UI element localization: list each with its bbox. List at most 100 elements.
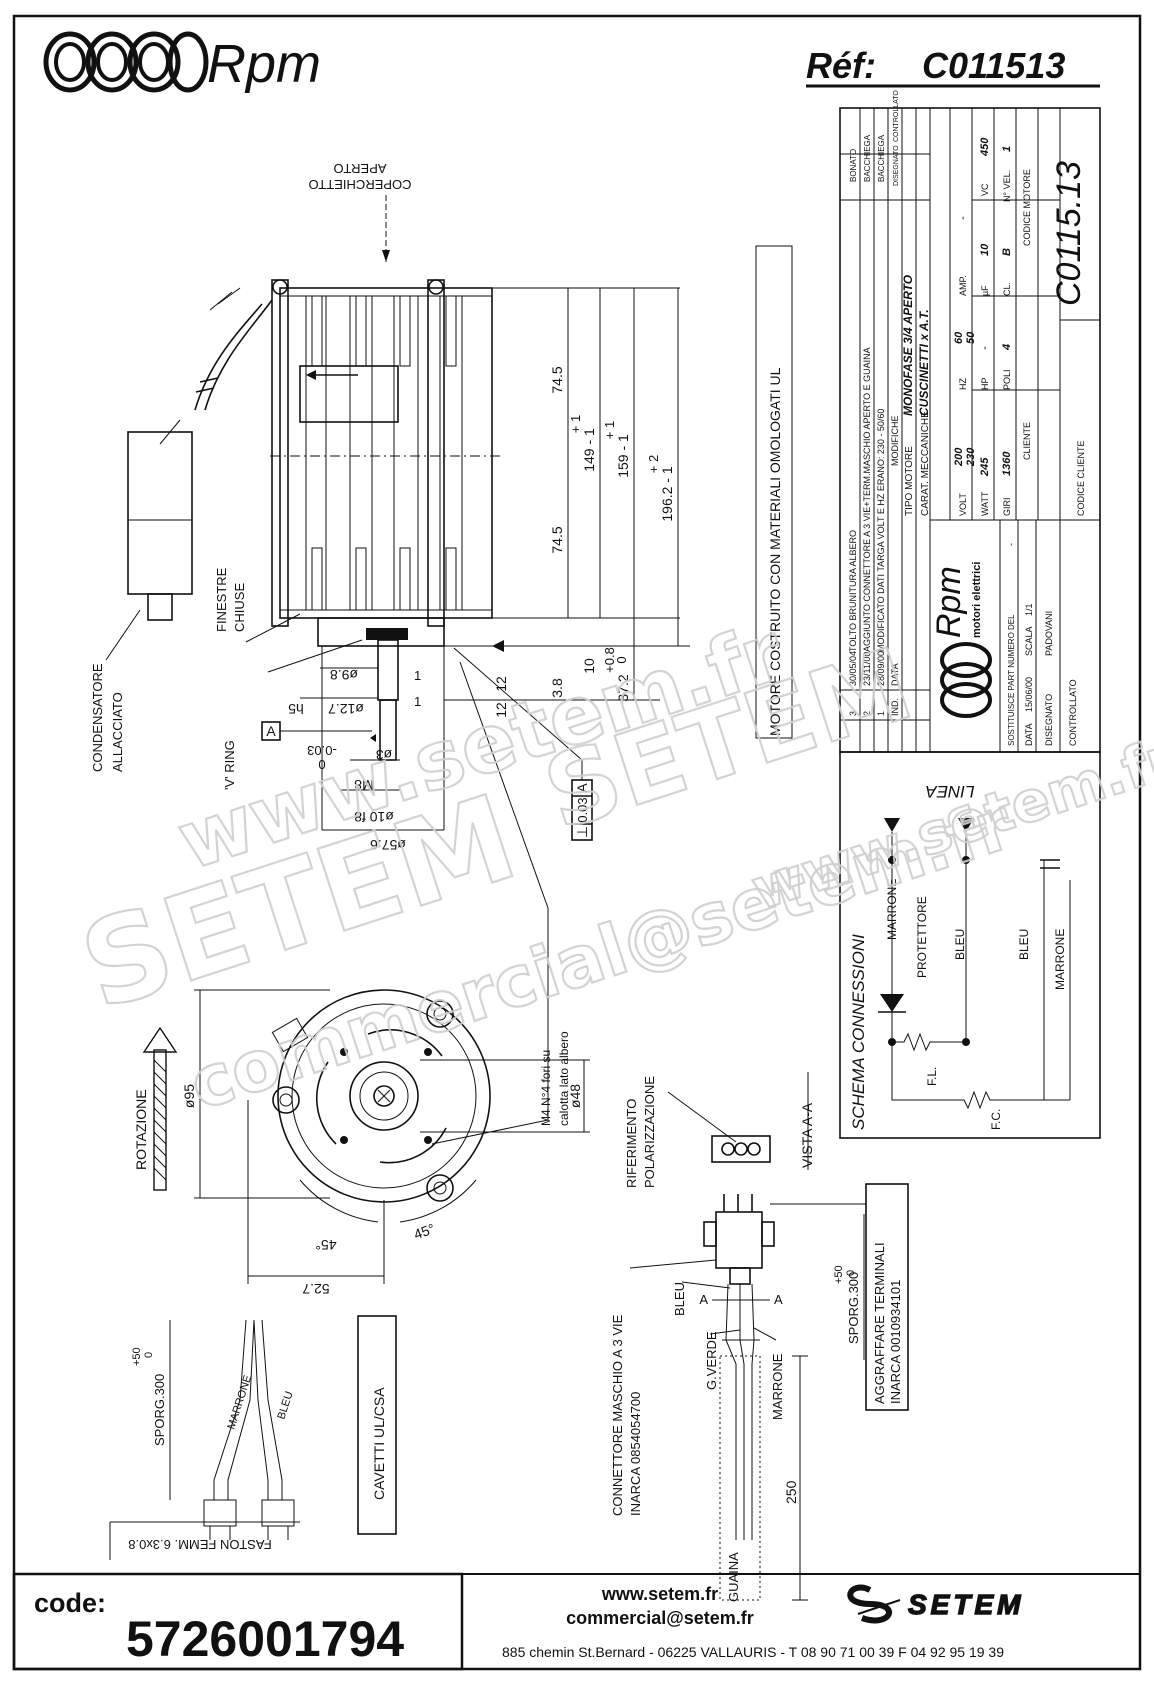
schema-fl: F.L. bbox=[925, 1067, 939, 1086]
m4-holes-sub: calotta lato albero bbox=[557, 1031, 571, 1126]
volt-b: 230 bbox=[965, 447, 977, 467]
hz-a: 60 bbox=[953, 331, 965, 344]
modifiche-label: MODIFICHE bbox=[890, 416, 900, 467]
data-label: DATA bbox=[890, 663, 900, 686]
ref-label: Réf: bbox=[806, 45, 876, 86]
coperchietto-label: COPERCHIETTO bbox=[308, 177, 411, 192]
giri: 1360 bbox=[1001, 451, 1013, 476]
sostituisce-label: SOSTITUISCE PART NUMERO DEL bbox=[1007, 614, 1016, 746]
hz-label: HZ bbox=[958, 378, 968, 390]
cliente-label: CLIENTE bbox=[1022, 422, 1032, 460]
schema-fc: F.C. bbox=[989, 1109, 1003, 1130]
finestre-label: FINESTRE bbox=[214, 567, 229, 632]
amp-label: AMP. bbox=[958, 275, 968, 296]
vc-label: VC bbox=[980, 183, 990, 196]
dim-37-tol-b: 0 bbox=[614, 656, 629, 663]
giri-label: GIRI bbox=[1002, 497, 1012, 516]
rev-2-ind: 2 bbox=[862, 711, 872, 716]
hz-b: 50 bbox=[965, 331, 977, 344]
dim-74-5-top: 74.5 bbox=[549, 366, 565, 393]
cables-sporg-tol-b: 0 bbox=[143, 1352, 155, 1358]
cables-bleu-label: BLEU bbox=[275, 1390, 295, 1421]
cavetti-label: CAVETTI UL/CSA bbox=[371, 1387, 387, 1500]
data-row-label: DATA bbox=[1024, 723, 1034, 746]
tipo-motore-label: TIPO MOTORE bbox=[904, 446, 915, 516]
ul-note: MOTORE COSTRUITO CON MATERIALI OMOLOGATI… bbox=[755, 245, 793, 739]
m4-holes-label: M4 N°4 fori su bbox=[539, 1050, 553, 1126]
linea-label: LINEA bbox=[925, 782, 974, 801]
cl-label: CL. bbox=[1002, 282, 1012, 296]
angle-45-b: 45° bbox=[412, 1220, 437, 1242]
volt-a: 200 bbox=[953, 447, 965, 467]
rev-1-desc: MODIFICATO DATI TARGA VOLT E HZ ERANO: 2… bbox=[876, 409, 886, 652]
dim-37-2: 37.2 bbox=[615, 674, 631, 701]
faston-label: FASTON FEMM. 6.3x0.8 bbox=[128, 1537, 272, 1552]
rev-2-date: 23/11/00 bbox=[862, 652, 872, 686]
section-a-1: A bbox=[699, 1292, 708, 1307]
guaina-label: GUAINA bbox=[726, 1552, 741, 1602]
tolerance-ref: A bbox=[574, 783, 590, 793]
uf: 10 bbox=[979, 243, 991, 256]
codice-cliente-label: CODICE CLIENTE bbox=[1076, 440, 1086, 516]
dim-196: 196.2 - 1 bbox=[659, 466, 675, 521]
dim-3-8: 3.8 bbox=[549, 678, 565, 698]
aperto-label: APERTO bbox=[334, 161, 387, 176]
title-block-logo-sub: motori elettrici bbox=[971, 562, 983, 638]
codice-motore-label: CODICE MOTORE bbox=[1022, 169, 1032, 246]
tipo-motore: MONOFASE 3/4 APERTO bbox=[901, 274, 915, 416]
footer-web: www.setem.fr bbox=[601, 1584, 718, 1604]
schema-marrone-2: MARRONE bbox=[1053, 929, 1067, 990]
conn-sporg-tol-a: +50 bbox=[833, 1265, 845, 1284]
rpm-coil-logo bbox=[43, 31, 209, 93]
dim-52-7: 52.7 bbox=[302, 1281, 329, 1297]
chiuse-label: CHIUSE bbox=[232, 583, 247, 632]
rotazione-label: ROTAZIONE bbox=[133, 1089, 149, 1170]
angle-45-a: 45° bbox=[315, 1237, 336, 1253]
aggraffare-label: AGGRAFFARE TERMINALI bbox=[872, 1242, 887, 1404]
nvel: 1 bbox=[1001, 146, 1013, 152]
dim-159: 159 - 1 bbox=[615, 434, 631, 478]
controllato-label: CONTROLLATO bbox=[893, 90, 900, 142]
section-a-2: A bbox=[774, 1292, 783, 1307]
schema-protettore: PROTETTORE bbox=[915, 896, 929, 978]
code-value: 5726001794 bbox=[126, 1611, 404, 1667]
rev-1-date: 28/09/00 bbox=[876, 651, 886, 686]
rev-2-author: BACCHIEGA bbox=[863, 134, 872, 182]
dim-12-b: 12 bbox=[493, 702, 509, 718]
motor-front-view: ø95 ø48 52.7 45° 45° M4 N°4 fori su calo… bbox=[133, 908, 590, 1297]
disegnato-name: PADOVANI bbox=[1044, 611, 1054, 656]
dim-12-a: 12 bbox=[493, 676, 509, 692]
footer-email: commercial@setem.fr bbox=[566, 1608, 754, 1628]
vc: 450 bbox=[979, 137, 991, 157]
title-block-logo bbox=[940, 642, 992, 718]
dim-phi-3: ø3 bbox=[376, 747, 393, 763]
dim-phi-95: ø95 bbox=[181, 1084, 197, 1108]
conn-bleu-label: BLEU bbox=[672, 1282, 687, 1316]
dim-196-tol: + 2 bbox=[646, 455, 661, 473]
ul-note-text: MOTORE COSTRUITO CON MATERIALI OMOLOGATI… bbox=[767, 367, 783, 736]
dim-phi-9-8: ø9.8 bbox=[330, 667, 358, 683]
rev-3-ind: 3 bbox=[848, 711, 858, 716]
dim-phi-12-7: ø12.7 bbox=[328, 701, 364, 717]
schema-marrone: MARRONE bbox=[885, 879, 899, 940]
dim-h5: h5 bbox=[288, 701, 304, 717]
rev-3-desc: TOLTO BRUNITURA ALBERO bbox=[848, 530, 858, 652]
dim-10: 10 bbox=[581, 658, 597, 674]
hp: - bbox=[979, 346, 991, 350]
nvel-label: N° VEL. bbox=[1002, 170, 1012, 202]
connector-detail: RIFERIMENTO POLARIZZAZIONE VISTA A-A bbox=[610, 1072, 909, 1602]
brand-name: Rpm bbox=[207, 34, 321, 94]
aggraffare-code: INARCA 0010934101 bbox=[888, 1280, 903, 1404]
motor-side-view: COPERCHIETTO APERTO bbox=[90, 161, 690, 909]
setem-logo bbox=[847, 1584, 901, 1624]
conn-gverde-label: G.VERDE bbox=[704, 1331, 719, 1390]
rev-2-desc: AGGIUNTO CONNETTORE A 3 VIE+TERM.MASCHIO… bbox=[862, 347, 872, 652]
ind-label: IND. bbox=[890, 698, 900, 716]
controllato-row: CONTROLLATO bbox=[1068, 679, 1078, 746]
conn-marrone-label: MARRONE bbox=[770, 1353, 785, 1420]
rev-3-author: BONATO bbox=[849, 149, 858, 182]
datum-a: A bbox=[266, 723, 276, 739]
setem-logo-text: SETEM bbox=[908, 1589, 1024, 1620]
